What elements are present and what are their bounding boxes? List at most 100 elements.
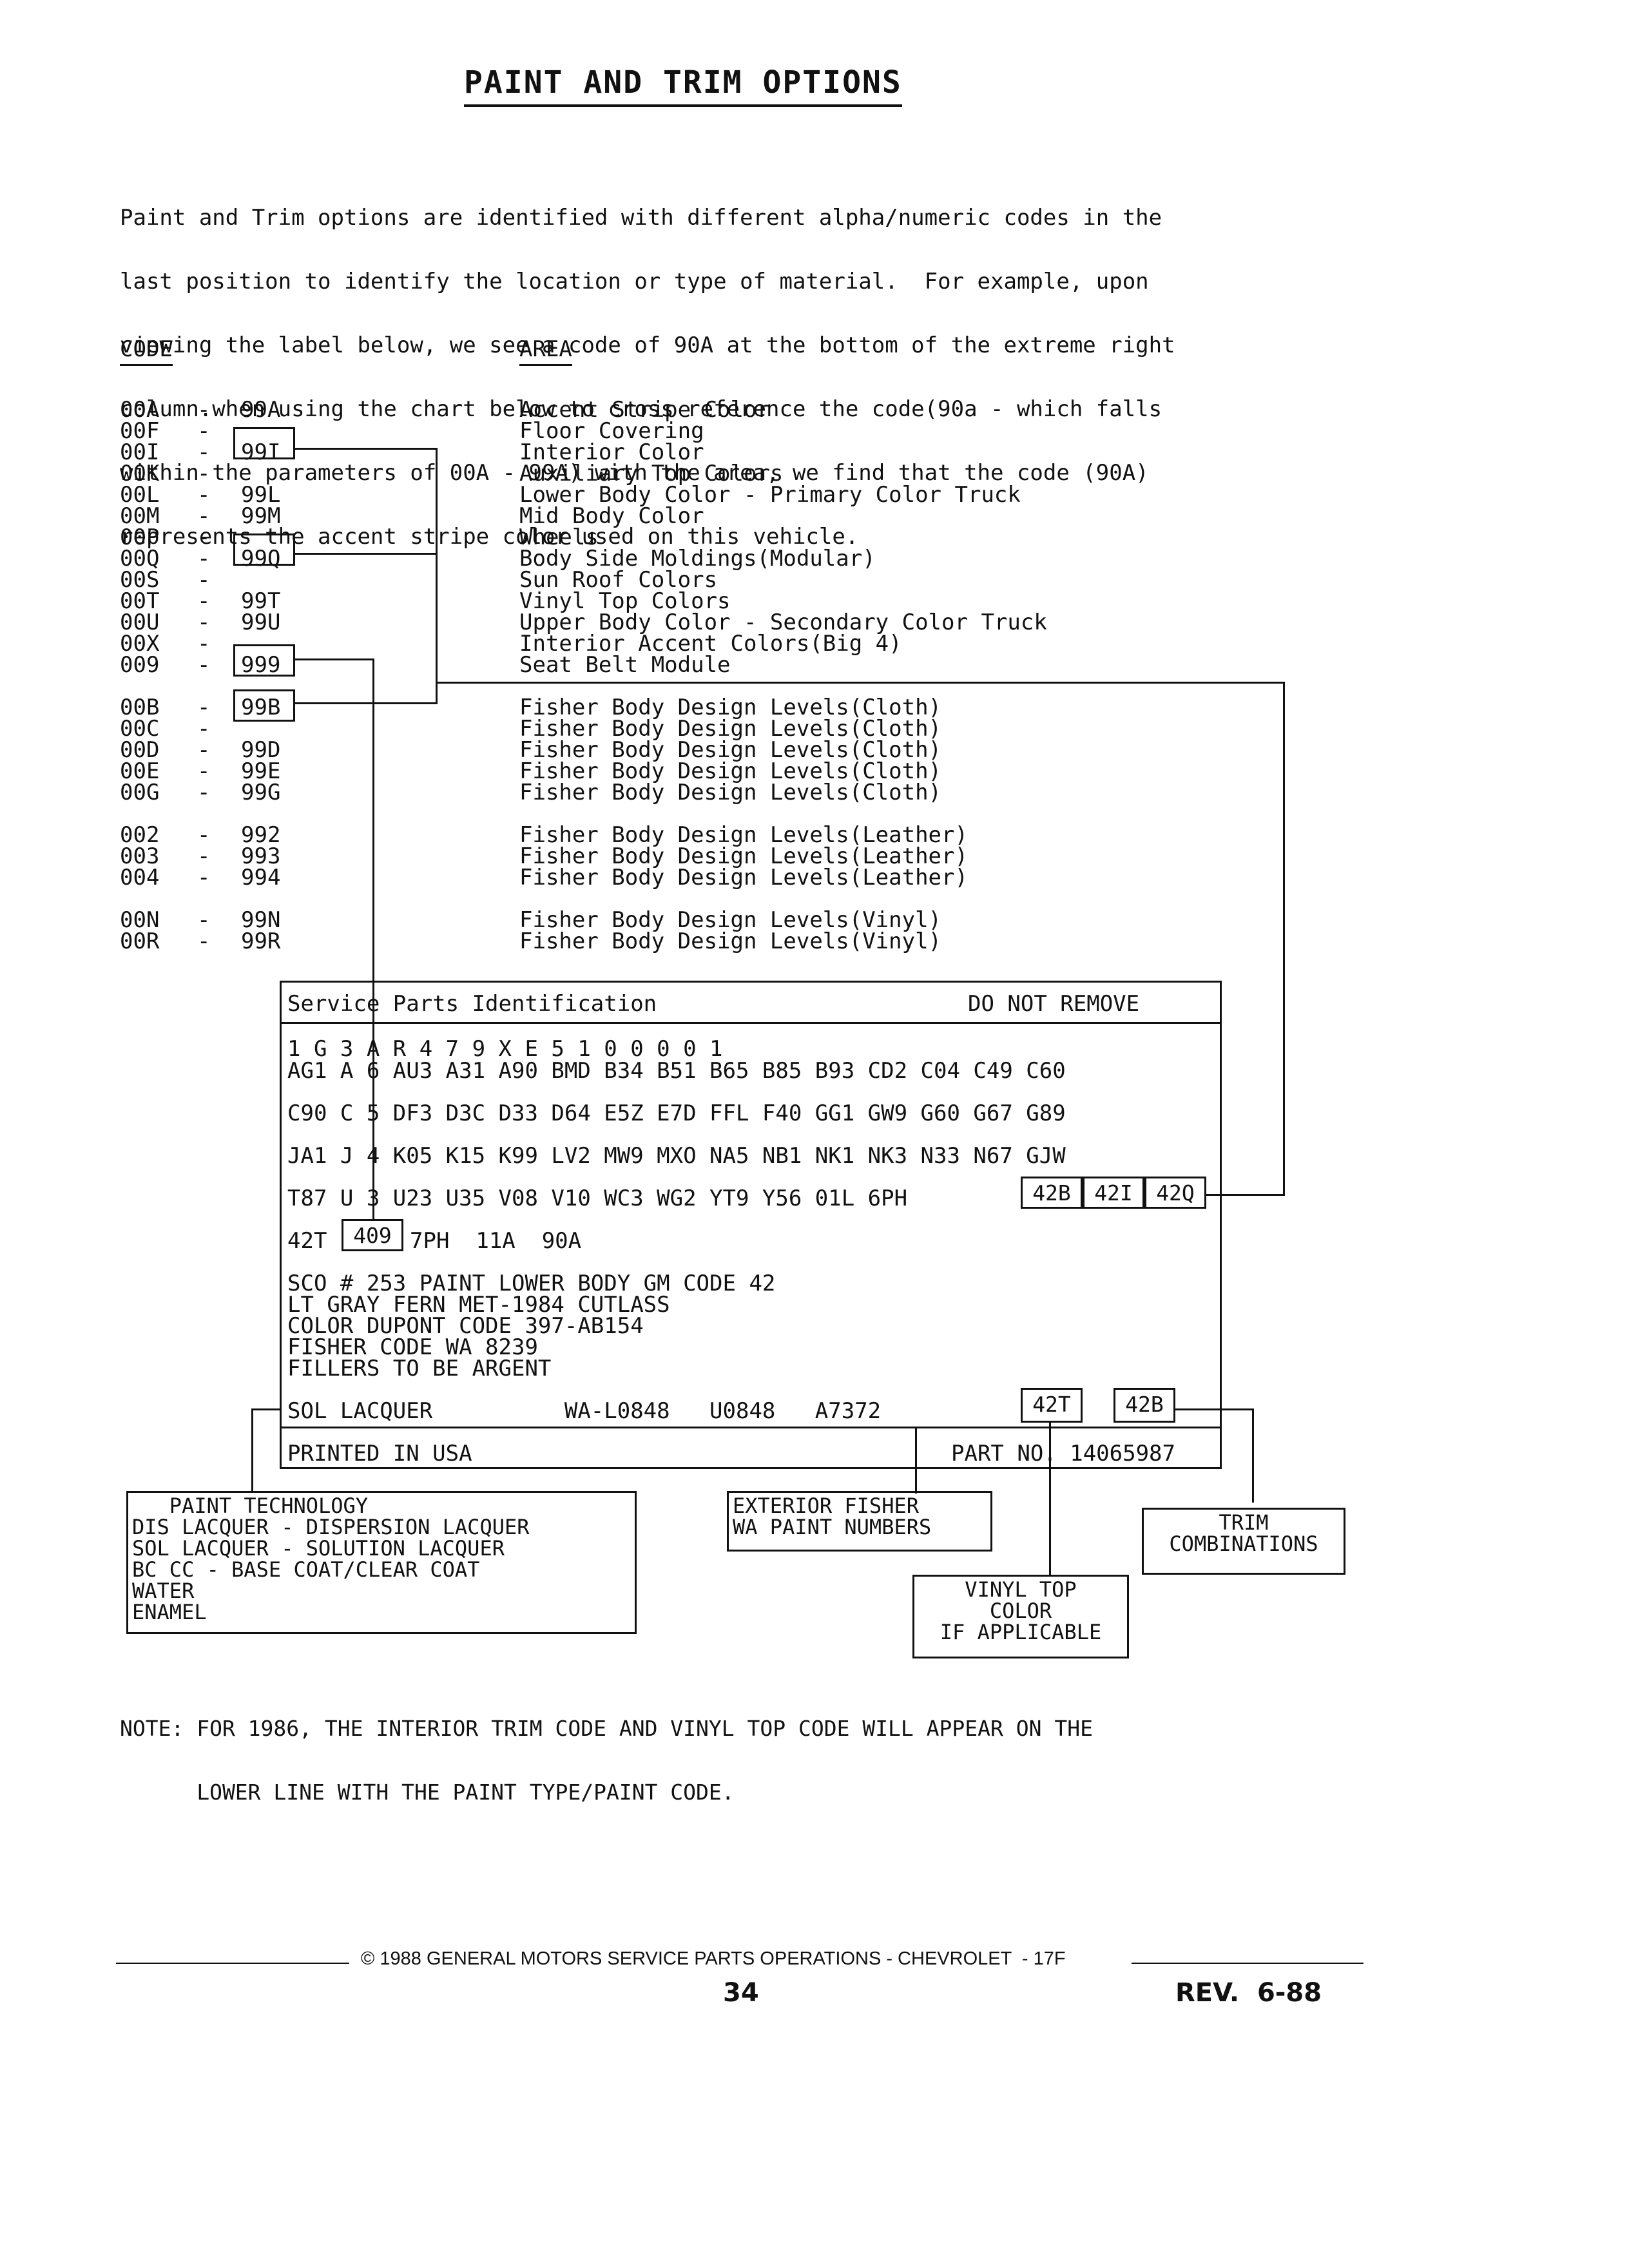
code-dash: - — [197, 461, 211, 486]
code-dash: - — [197, 652, 211, 678]
callout-line: ENAMEL — [132, 1600, 207, 1624]
label-code-box-409: 409 — [342, 1219, 403, 1251]
code-box-99b — [233, 689, 295, 722]
label-vin: 1 G 3 A R 4 7 9 X E 5 1 0 0 0 0 1 — [287, 1036, 723, 1062]
label-sco-line: COLOR DUPONT CODE 397-AB154 — [287, 1313, 644, 1339]
code-row: 00P - — [120, 524, 280, 550]
label-row5-post: 7PH 11A 90A — [410, 1228, 582, 1254]
revision: REV. 6-88 — [1175, 1978, 1322, 2008]
code-from: 00N — [120, 907, 160, 933]
label-row: AG1 A 6 AU3 A31 A90 BMD B34 B51 B65 B85 … — [287, 1058, 1066, 1084]
page-number: 34 — [723, 1978, 759, 2008]
code-row: 00M-99M — [120, 503, 281, 529]
area-item: Vinyl Top Colors — [519, 588, 731, 614]
callout-line: BC CC - BASE COAT/CLEAR COAT — [132, 1557, 480, 1582]
callout-line: PAINT TECHNOLOGY — [132, 1494, 369, 1518]
area-header: AREA — [519, 336, 572, 366]
label-divider — [280, 1427, 1222, 1428]
code-row: 00T-99T — [120, 588, 280, 614]
code-to: 99M — [241, 503, 281, 529]
label-code-box: 42T — [1021, 1388, 1083, 1423]
area-item: Fisher Body Design Levels(Leather) — [519, 843, 968, 869]
area-item: Wheels — [519, 524, 599, 550]
callout-line: SOL LACQUER - SOLUTION LACQUER — [132, 1536, 505, 1561]
code-dash: - — [197, 758, 211, 784]
code-dash: - — [197, 716, 211, 742]
code-dash: - — [197, 524, 211, 550]
area-item: Fisher Body Design Levels(Cloth) — [519, 780, 942, 805]
code-dash: - — [197, 397, 211, 423]
code-row: 00S- — [120, 567, 280, 593]
code-from: 00P — [120, 524, 160, 550]
connector-line — [251, 1408, 253, 1492]
area-item: Auxiliary Top Colors — [519, 461, 784, 486]
callout-line: DIS LACQUER - DISPERSION LACQUER — [132, 1515, 530, 1539]
note-line: LOWER LINE WITH THE PAINT TYPE/PAINT COD… — [120, 1780, 735, 1805]
code-dash: - — [197, 482, 211, 508]
code-row: 00I-99I — [120, 439, 281, 465]
area-item: Sun Roof Colors — [519, 567, 718, 593]
label-column-divider — [372, 1022, 374, 1209]
area-item: Fisher Body Design Levels(Leather) — [519, 822, 968, 848]
label-code-box: 42B — [1021, 1177, 1083, 1209]
code-to: 99I — [241, 439, 281, 465]
intro-paragraph: Paint and Trim options are identified wi… — [120, 165, 1175, 569]
code-from: 00B — [120, 695, 160, 720]
callout-line: IF APPLICABLE — [940, 1620, 1102, 1644]
code-row: 00B-99B — [120, 697, 280, 718]
code-to: 992 — [241, 822, 281, 848]
code-from: 003 — [120, 843, 160, 869]
label-sco-line: FILLERS TO BE ARGENT — [287, 1356, 552, 1381]
area-item: Fisher Body Design Levels(Cloth) — [519, 737, 942, 763]
code-to: 99D — [241, 737, 281, 763]
code-dash: - — [197, 631, 211, 657]
code-header: CODE — [120, 336, 173, 366]
code-from: 00M — [120, 503, 160, 529]
code-dash: - — [197, 865, 211, 890]
code-dash: - — [197, 907, 211, 933]
service-parts-label — [280, 981, 1222, 1469]
code-to: 994 — [241, 865, 281, 890]
code-from: 00U — [120, 610, 160, 635]
code-to: 99A — [241, 397, 281, 423]
label-printed: PRINTED IN USA — [287, 1441, 472, 1466]
trim-combinations-callout: TRIM COMBINATIONS — [1142, 1508, 1345, 1575]
code-dash: - — [197, 588, 211, 614]
code-dash: - — [197, 546, 211, 572]
area-item: Fisher Body Design Levels(Cloth) — [519, 716, 942, 742]
code-to: 99N — [241, 907, 281, 933]
callout-line: TRIM — [1219, 1510, 1269, 1535]
intro-line: viewing the label below, we see a code o… — [120, 332, 1175, 358]
code-to: 99U — [241, 610, 281, 635]
paint-technology-callout: PAINT TECHNOLOGY DIS LACQUER - DISPERSIO… — [126, 1491, 637, 1634]
code-from: 00G — [120, 780, 160, 805]
intro-line: column.when using the chart below to cro… — [120, 396, 1162, 422]
code-from: 009 — [120, 652, 160, 678]
code-from: 00R — [120, 928, 160, 954]
area-item: Fisher Body Design Levels(Leather) — [519, 865, 968, 890]
code-to: 99R — [241, 928, 281, 954]
code-from: 00D — [120, 737, 160, 763]
area-item: Upper Body Color - Secondary Color Truck — [519, 610, 1047, 635]
label-part-no: PART NO. 14065987 — [951, 1441, 1175, 1466]
code-row: 00N - 99N — [120, 907, 281, 933]
code-to: 99B — [241, 695, 281, 720]
area-item: Interior Color — [519, 439, 704, 465]
exterior-fisher-callout: EXTERIOR FISHER WA PAINT NUMBERS — [727, 1491, 992, 1552]
code-row: 00R-99R — [120, 928, 281, 954]
code-from: 00C — [120, 716, 160, 742]
label-sco-line: FISHER CODE WA 8239 — [287, 1334, 538, 1360]
callout-line: WA PAINT NUMBERS — [733, 1515, 932, 1539]
connector-line — [372, 658, 374, 1219]
area-item: Interior Accent Colors(Big 4) — [519, 631, 902, 657]
code-from: 004 — [120, 865, 160, 890]
connector-line — [251, 1408, 280, 1410]
code-from: 00T — [120, 588, 160, 614]
code-dash: - — [197, 567, 211, 593]
connector-line — [295, 553, 437, 555]
connector-line — [295, 448, 437, 450]
area-item: Mid Body Color — [519, 503, 704, 529]
code-to: 99G — [241, 780, 281, 805]
code-dash: - — [197, 780, 211, 805]
